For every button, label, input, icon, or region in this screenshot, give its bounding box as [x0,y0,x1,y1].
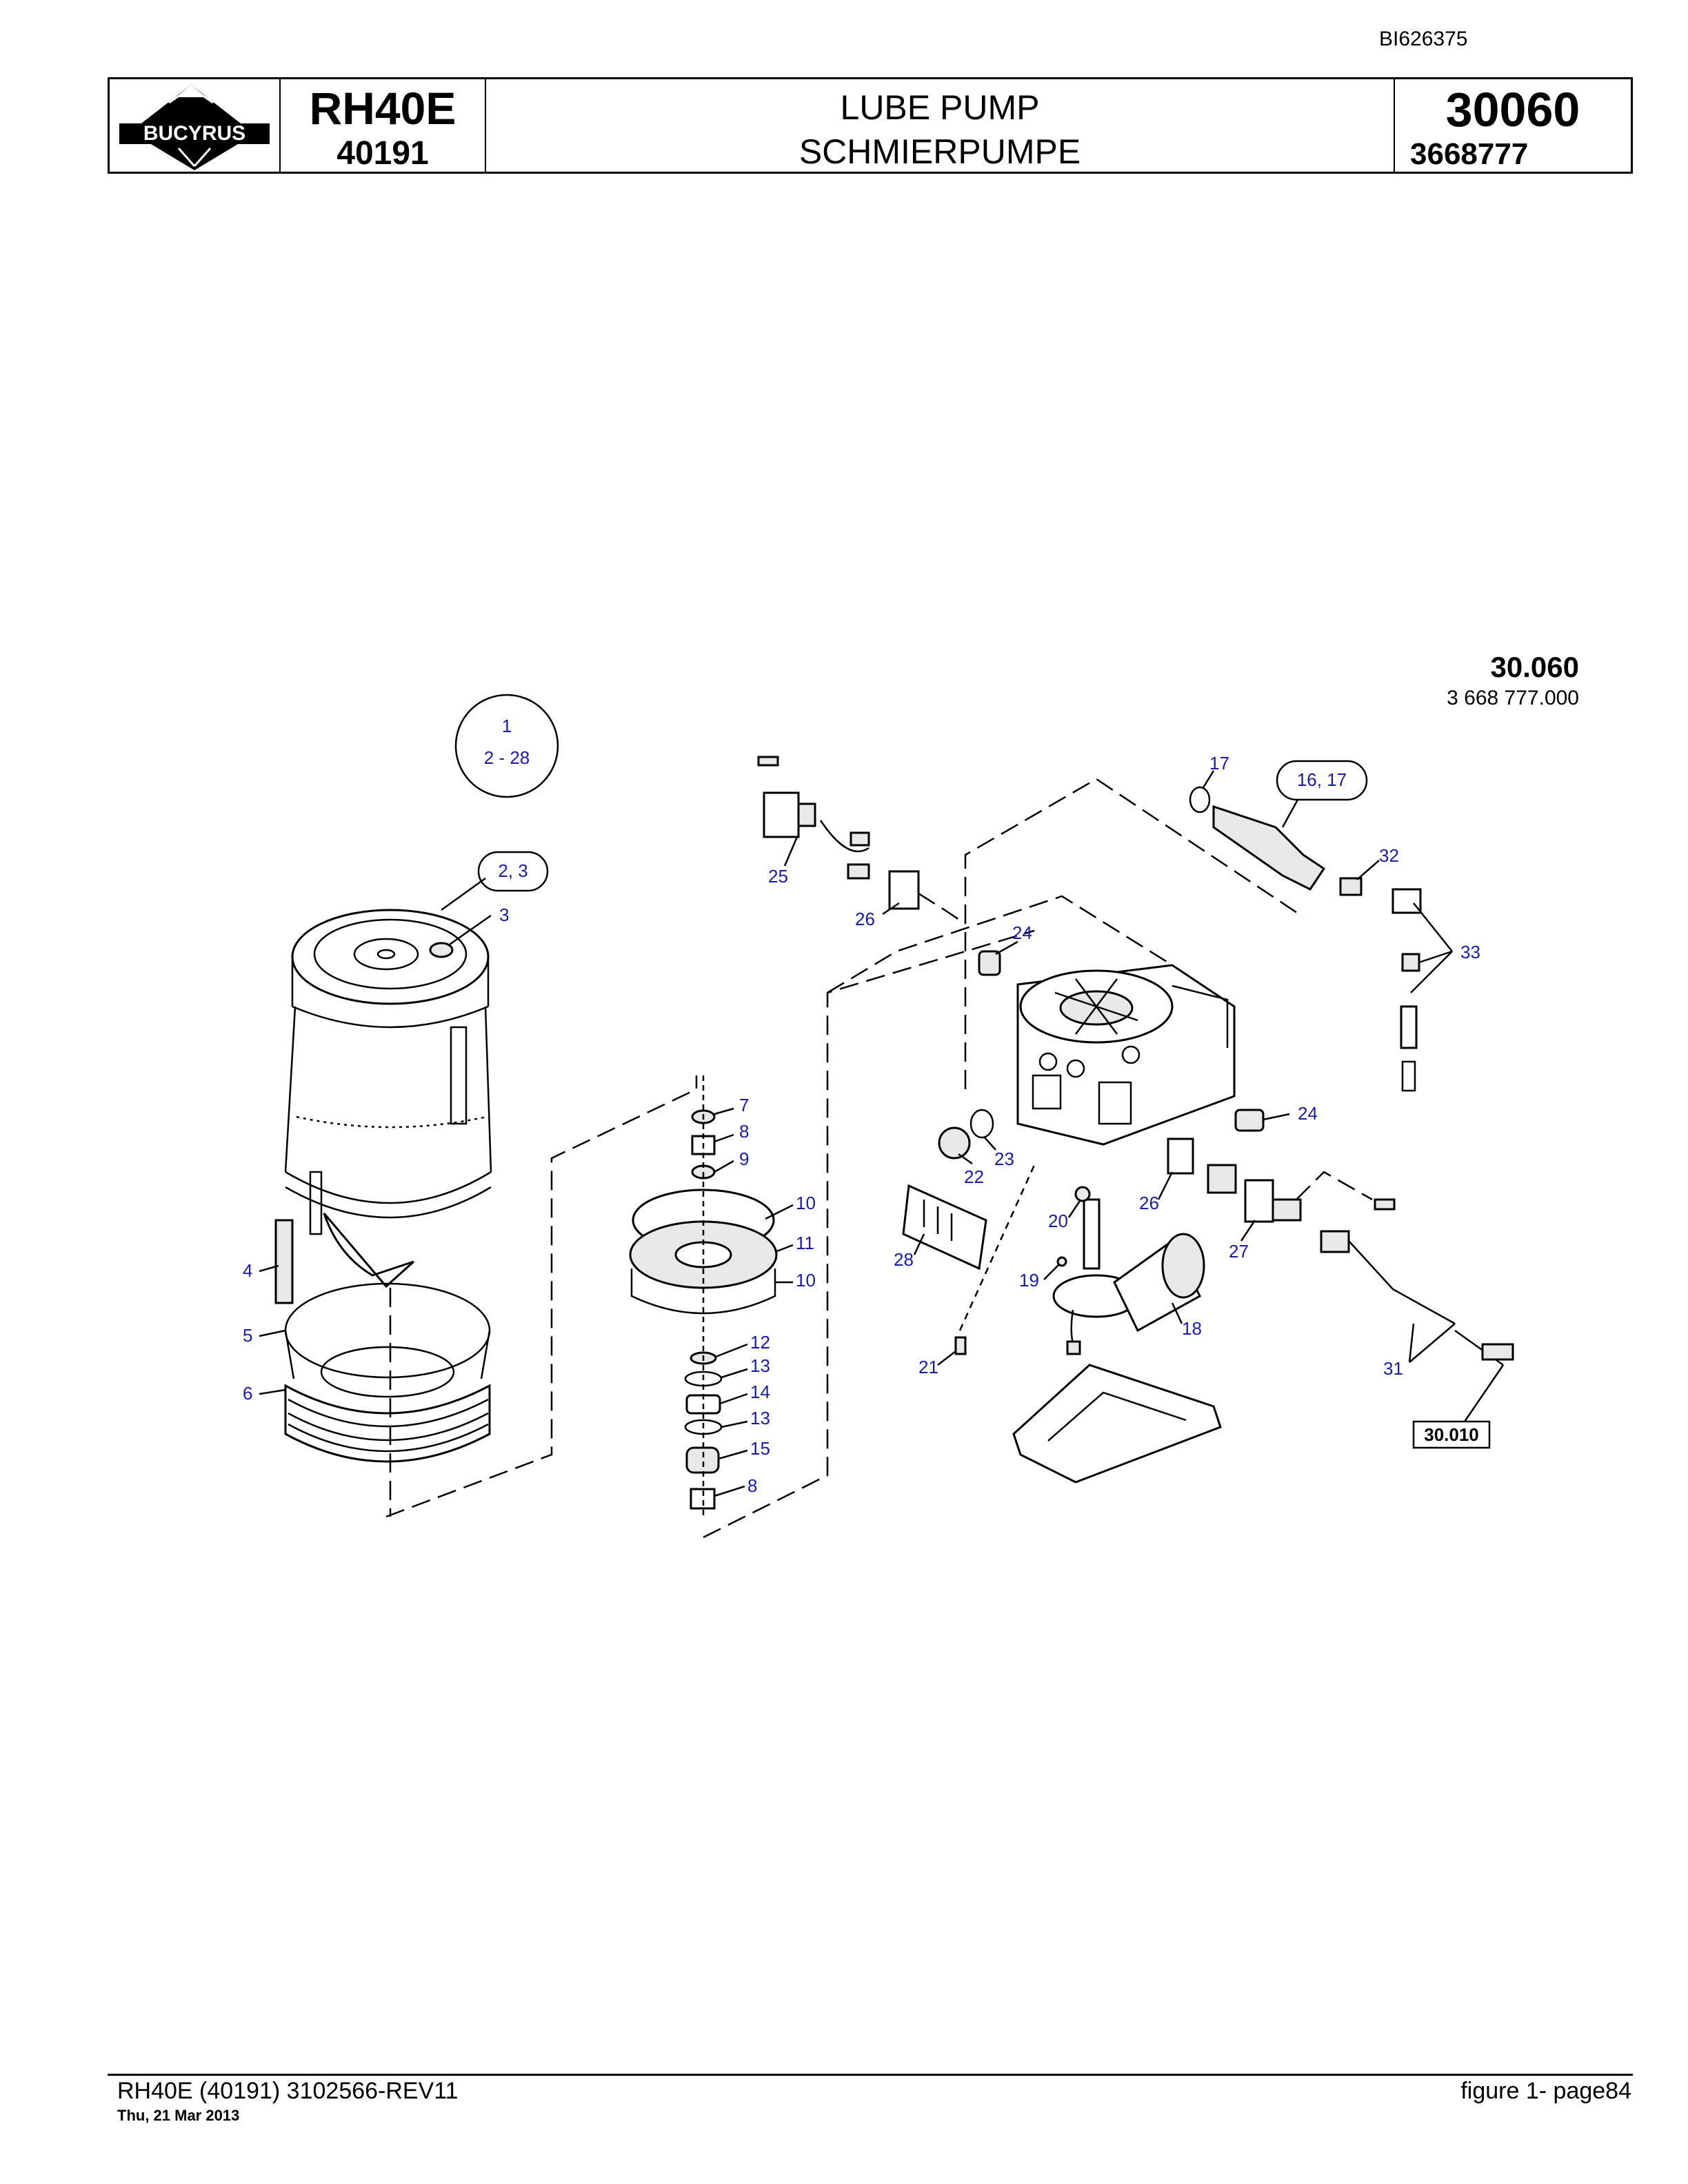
callout-33: 33 [1460,942,1480,962]
pump-housing [1016,964,1236,1146]
callout-3: 3 [499,904,509,925]
callout-8-lower: 8 [747,1475,757,1496]
connector-cap [1272,1198,1302,1222]
figure-code: 30.060 [1490,651,1579,683]
callout-6: 6 [243,1383,252,1404]
callout-18: 18 [1182,1318,1202,1339]
reference-30-010: 30.010 [1424,1424,1479,1445]
callout-24-right: 24 [1298,1103,1318,1124]
number-cell: 30060 3668777 [1395,79,1631,172]
cable-assembly [1320,1230,1514,1366]
leader-lines [259,770,1505,1497]
callout-22: 22 [964,1166,984,1187]
stirrer-paddle [323,1213,415,1288]
circuit-board [902,1184,987,1271]
bucyrus-logo: BUCYRUS [119,85,270,170]
exploded-parts-diagram: 1 2 - 28 2, 3 [243,694,1514,1539]
callout-box-2-3 [477,851,549,892]
group-number: 30060 [1445,83,1580,136]
callout-21: 21 [918,1357,938,1377]
washer-20 [1074,1186,1091,1202]
model-serial: 40191 [336,135,429,172]
callout-2-3: 2, 3 [498,860,528,881]
callout-13-lower: 13 [750,1408,770,1428]
reservoir-assembly [274,909,492,1304]
assembly-callout-circle [454,694,559,798]
callout-23: 23 [994,1149,1014,1169]
callout-27: 27 [1229,1241,1249,1262]
filler-tube [1212,805,1326,891]
reservoir-base-rings [284,1282,491,1463]
callout-4: 4 [243,1260,252,1281]
elbow-fitting-33 [1391,888,1422,914]
title-cell: LUBE PUMP SCHMIERPUMPE [486,79,1395,172]
callout-28: 28 [894,1249,914,1270]
logo-cell: BUCYRUS [110,79,281,172]
callout-12: 12 [750,1332,770,1353]
callout-8-upper: 8 [739,1121,749,1142]
callout-box-16-17 [1276,760,1368,801]
model-cell: RH40E 40191 [281,79,486,172]
callout-9: 9 [739,1149,749,1169]
callout-26-left: 26 [855,909,875,929]
callout-17: 17 [1209,753,1229,774]
footer-date: Thu, 21 Mar 2013 [117,2107,240,2124]
title-block: BUCYRUS RH40E 40191 LUBE PUMP SCHMIERPUM… [108,77,1633,174]
callout-19: 19 [1019,1270,1039,1291]
callout-31: 31 [1383,1358,1403,1379]
callout-1: 1 [502,716,512,736]
gear-part [938,1126,971,1160]
o-ring [969,1109,994,1139]
callout-16-17: 16, 17 [1297,769,1347,790]
callout-7: 7 [739,1095,749,1115]
figure-sub-code: 3 668 777.000 [1447,687,1579,709]
fitting-stem [1400,1005,1418,1049]
footer-doc-ref: RH40E (40191) 3102566-REV11 [117,2078,459,2104]
screw [1374,1198,1396,1211]
logo-text: BUCYRUS [143,122,245,145]
model-name: RH40E [309,83,456,134]
pump-element-stack [629,1109,778,1510]
callout-20: 20 [1048,1211,1068,1231]
callout-25: 25 [768,866,788,887]
connector-plug-assembly [757,756,920,910]
callout-13-upper: 13 [750,1355,770,1376]
callout-5: 5 [243,1325,252,1346]
callout-11: 11 [796,1233,814,1253]
callout-32: 32 [1379,845,1399,866]
footer-rule [108,2074,1633,2076]
fitting-tip [1401,1060,1416,1092]
callout-10-upper: 10 [796,1193,816,1213]
o-ring-17 [1189,786,1211,813]
document-id: BI626375 [1379,28,1468,50]
adapter-32 [1339,877,1363,896]
callout-15: 15 [750,1438,770,1459]
reference-box [1412,1420,1491,1449]
gasket-right [1167,1138,1194,1175]
pump-base-plate [1012,1364,1222,1484]
fitting-33b [1401,953,1420,972]
title-english: LUBE PUMP [840,88,1040,127]
plug-fitting-right [1234,1109,1265,1132]
callout-26-right: 26 [1139,1193,1159,1213]
plug-fitting-top [978,950,1001,976]
callout-24-top: 24 [1012,922,1032,943]
connector-housing [1244,1179,1274,1223]
callout-2-28: 2 - 28 [484,747,530,768]
gear-motor [1052,1198,1205,1355]
callout-10-lower: 10 [796,1270,816,1291]
title-german: SCHMIERPUMPE [798,132,1081,171]
callout-14: 14 [750,1382,770,1402]
sensor-21 [954,1336,967,1355]
footer-page: figure 1- page84 [1460,2078,1631,2104]
connector-socket [1207,1164,1237,1194]
screw-19 [1056,1256,1067,1267]
part-number: 3668777 [1410,137,1529,171]
